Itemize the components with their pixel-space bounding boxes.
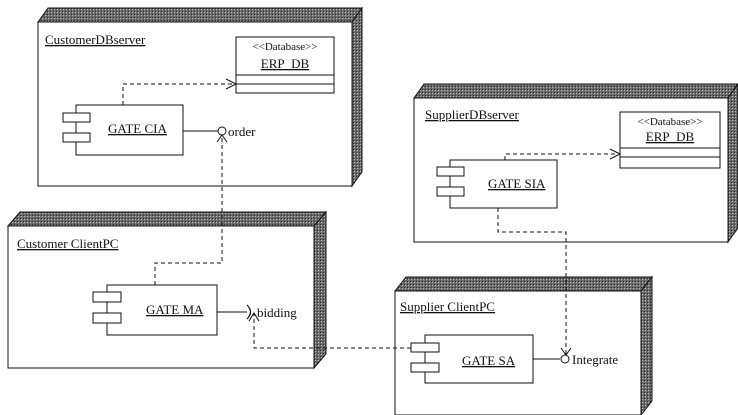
- database-stereotype: <<Database>>: [252, 41, 317, 53]
- component-gate-sia: GATE SIA: [436, 159, 558, 209]
- interface-label-order: order: [228, 124, 256, 139]
- interface-bidding: bidding: [217, 304, 297, 320]
- node-label-customer-db-server: CustomerDBserver: [45, 32, 146, 47]
- interface-integrate: Integrate: [533, 352, 618, 367]
- database-customer-erp-db: <<Database>> ERP_DB: [235, 36, 335, 94]
- component-gate-cia: GATE CIA: [62, 104, 184, 156]
- interface-label-bidding: bidding: [257, 305, 297, 320]
- component-gate-sa: GATE SA: [410, 334, 534, 384]
- node-customer-db-server: CustomerDBserver: [37, 6, 363, 188]
- database-supplier-erp-db: <<Database>> ERP_DB: [619, 111, 721, 169]
- arrowhead-cia-db: [225, 78, 238, 90]
- database-name: ERP_DB: [261, 56, 310, 71]
- interface-label-integrate: Integrate: [572, 352, 618, 367]
- component-gate-ma: GATE MA: [92, 284, 218, 336]
- database-name: ERP_DB: [646, 129, 695, 144]
- component-label: GATE MA: [146, 302, 204, 317]
- dependency-sia-to-integrate: [497, 208, 567, 355]
- node-label-supplier-db-server: SupplierDBserver: [425, 107, 520, 122]
- dependency-sia-to-erp-db: [504, 153, 616, 160]
- arrowhead-ma-order: [216, 134, 228, 143]
- arrowhead-sia-integrate: [560, 347, 572, 356]
- component-label: GATE CIA: [108, 121, 167, 136]
- arrowhead-sa-bidding: [248, 312, 260, 322]
- component-label: GATE SIA: [488, 176, 546, 191]
- dependency-ma-to-order: [154, 135, 223, 285]
- component-label: GATE SA: [462, 353, 516, 368]
- dependency-sa-to-bidding: [253, 313, 411, 349]
- dependency-cia-to-erp-db: [122, 83, 232, 105]
- node-label-supplier-client-pc: Supplier ClientPC: [400, 299, 495, 314]
- node-label-customer-client-pc: Customer ClientPC: [17, 236, 118, 251]
- arrowhead-sia-db: [609, 148, 622, 160]
- database-stereotype: <<Database>>: [637, 116, 702, 128]
